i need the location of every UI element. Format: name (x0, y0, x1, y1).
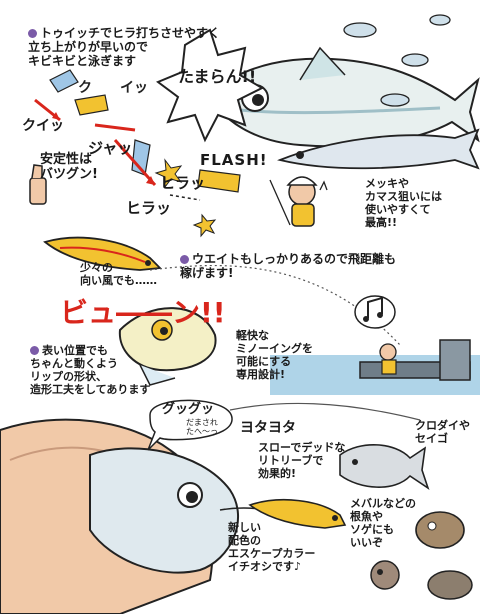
lip-design-label: 表い位置でも ちゃんと動くよう リップの形状、 造形工夫をしてあります (30, 343, 151, 396)
lure-lip-closeup (118, 307, 217, 386)
small-fish-icons (343, 14, 451, 107)
thumbs-up-icon (29, 164, 47, 205)
weight-label: ウエイトもしっかりあるので飛距離も 稼げます! (180, 252, 397, 281)
exclaim-text: たまらん!! (178, 67, 257, 86)
music-note-icon (354, 295, 396, 329)
weight-text: ウエイトもしっかりあるので飛距離も 稼げます! (180, 238, 470, 280)
twitch-word-5: ヒラッ (160, 174, 206, 192)
design-text: 軽快な ミノーイングを 可能にする 専用設計! (236, 329, 313, 381)
cast-lure-illustration (43, 236, 162, 271)
speech-bubble (147, 399, 233, 451)
twitch-word-1: ク (78, 80, 92, 96)
bullet-dot-icon (180, 255, 189, 265)
retrieve-text: スローでデッドな リトリーブで 効果的! (258, 441, 346, 480)
panel1-bullet-label: トゥイッチでヒラ打ちさせやすく 立ち上がりが早いので キビキビと泳ぎます (28, 26, 221, 69)
angler-character (269, 176, 328, 227)
seawall-scene (270, 339, 480, 395)
fooled-text: だまされ たへ〜っ (186, 418, 218, 437)
angler-comment: メッキや カマス狙いには 使いやすくて 最高!! (365, 177, 442, 229)
twitch-word-2: イッ (120, 80, 148, 96)
barracuda-illustration (277, 128, 480, 170)
wind-text: 少々の 向い風でも…… (80, 261, 157, 287)
rockfish-icon (370, 511, 473, 600)
kurodai-fish-icon (339, 444, 430, 490)
panel1-bullet-text: トゥイッチでヒラ打ちさせやすく 立ち上がりが早いので キビキビと泳ぎます (28, 12, 248, 69)
exclaim-burst (156, 28, 265, 143)
twitch-word-4: ジャッ (88, 139, 133, 157)
stability-text: 安定性は バツグン! (40, 152, 98, 183)
twitch-word-3: クイッ (22, 118, 64, 134)
twitch-word-6: ヒラッ (126, 199, 172, 217)
kurodai-text: クロダイや セイゴ (415, 419, 470, 445)
jack-fish-illustration (208, 46, 480, 148)
hand-holding-fish (0, 418, 301, 614)
twitch-lure-sequence (34, 69, 241, 238)
yota-text: ヨタヨタ (240, 420, 296, 436)
flash-text: FLASH! (200, 151, 268, 169)
color-text: 新しい 配色の エスケープカラー イチオシです♪ (228, 521, 316, 573)
bottom-lure-illustration (248, 499, 347, 529)
rockfish-text: メバルなどの 根魚や ソゲにも いいぞ (350, 497, 416, 549)
bullet-dot-icon (30, 346, 39, 356)
whoosh-text: ビュ――ン!! (60, 296, 226, 329)
retrieve-path-line (229, 402, 421, 421)
lip-design-text: 表い位置でも ちゃんと動くよう リップの形状、 造形工夫をしてあります (30, 332, 160, 397)
bullet-dot-icon (28, 29, 37, 39)
gugu-text: グッグッ (162, 402, 215, 417)
